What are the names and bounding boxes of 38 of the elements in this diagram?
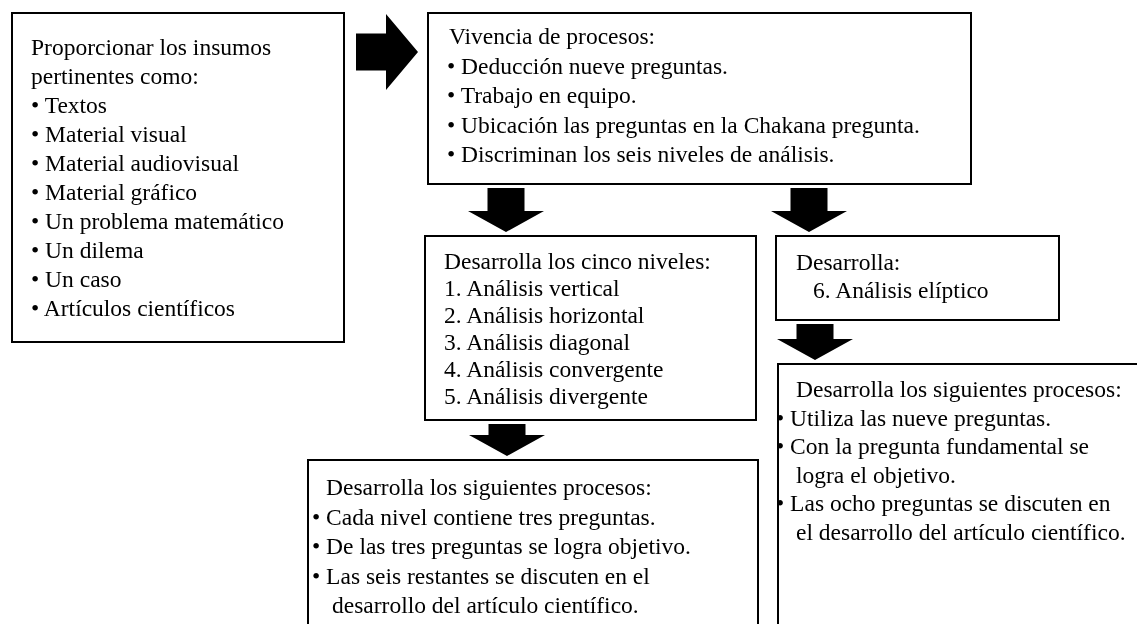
block-arrow	[771, 188, 847, 232]
list-item: • Material visual	[31, 120, 188, 149]
block-arrow	[468, 188, 544, 232]
list-item: 1. Análisis vertical	[444, 275, 621, 302]
list-item: 3. Análisis diagonal	[444, 329, 632, 356]
list-item: • Un dilema	[31, 236, 145, 265]
block-arrow	[356, 14, 418, 90]
list-item: • Trabajo en equipo.	[447, 81, 638, 110]
box-heading: Proporcionar los insumos pertinentes como:	[31, 33, 273, 91]
process-box	[424, 235, 757, 421]
box-heading: Desarrolla los siguientes procesos:	[326, 473, 653, 502]
list-item: • Deducción nueve preguntas.	[447, 51, 729, 81]
list-item: • Textos	[31, 91, 108, 120]
block-arrow	[469, 424, 545, 456]
list-item: 2. Análisis horizontal	[444, 302, 646, 329]
list-item: • Artículos científicos	[31, 294, 237, 323]
list-item: • Las seis restantes se discuten en el desarrollo del artículo científico.	[312, 561, 651, 620]
box-heading: Desarrolla los cinco niveles:	[444, 248, 712, 275]
list-item: • Cada nivel contiene tres preguntas.	[312, 502, 657, 532]
block-arrow	[777, 324, 853, 360]
box-heading: Desarrolla los siguientes procesos:	[796, 375, 1123, 404]
box-heading: Vivencia de procesos:	[449, 22, 657, 51]
process-box	[775, 235, 1060, 321]
process-box	[11, 12, 345, 343]
list-item: • Un caso	[31, 265, 123, 294]
list-item: 5. Análisis divergente	[444, 383, 649, 410]
list-item: • De las tres preguntas se logra objetivo.	[312, 532, 692, 561]
list-item: • Ubicación las preguntas en la Chakana pregunta.	[447, 110, 921, 140]
list-item: • Discriminan los seis niveles de análisis.	[447, 140, 836, 169]
list-item: • Un problema matemático	[31, 207, 285, 236]
process-box	[777, 363, 1137, 624]
list-item: • Material gráfico	[31, 178, 199, 207]
process-box	[427, 12, 972, 185]
process-box	[307, 459, 759, 624]
list-item: • Material audiovisual	[31, 149, 240, 178]
list-item: 6. Análisis elíptico	[813, 276, 990, 304]
box-heading: Desarrolla:	[796, 248, 902, 276]
list-item: 4. Análisis convergente	[444, 356, 665, 383]
